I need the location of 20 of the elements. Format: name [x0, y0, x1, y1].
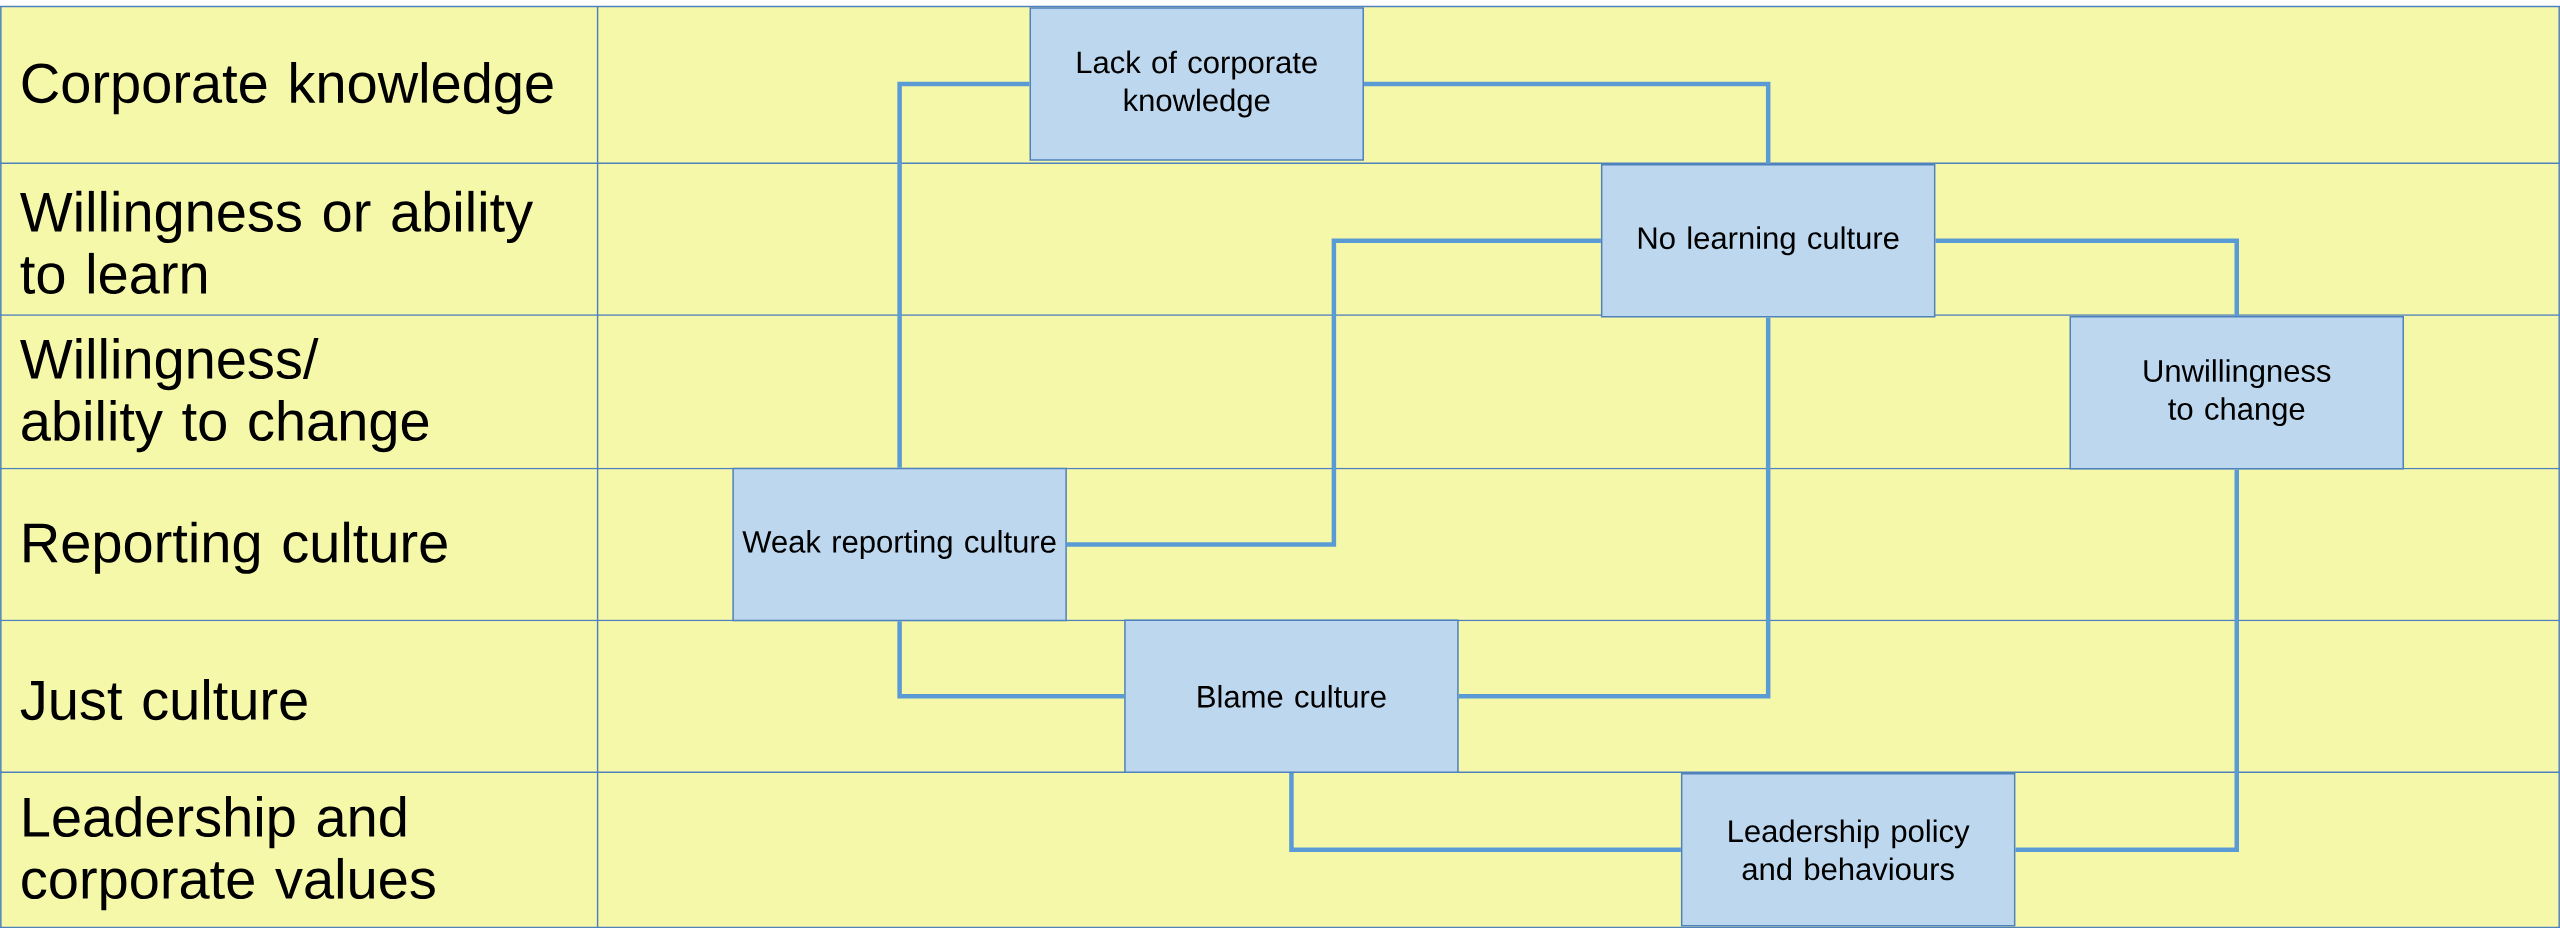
process-box: Leadership policy and behaviours	[1680, 773, 2016, 927]
process-box: No learning culture	[1600, 164, 1936, 318]
connector-line	[1289, 773, 1681, 853]
connector-line	[897, 81, 1030, 468]
process-box: Blame culture	[1124, 619, 1459, 774]
row-label: Corporate knowledge	[22, 62, 553, 115]
row-label: Willingness or ability to learn	[20, 190, 534, 294]
connector-line	[1935, 238, 2239, 316]
connector-line	[2015, 469, 2239, 853]
process-box: Unwillingness to change	[2069, 315, 2404, 470]
connector-line	[1458, 317, 1771, 699]
connector-line	[1066, 238, 1601, 547]
row-label: Leadership and corporate values	[22, 795, 435, 911]
connector-line	[1364, 81, 1771, 165]
connector-line	[897, 621, 1125, 699]
row-label: Just culture	[20, 679, 307, 721]
row-label: Willingness/ ability to change	[20, 338, 429, 453]
process-box: Weak reporting culture	[732, 467, 1067, 622]
row-label: Reporting culture	[24, 521, 447, 574]
process-box: Lack of corporate knowledge	[1029, 7, 1364, 161]
